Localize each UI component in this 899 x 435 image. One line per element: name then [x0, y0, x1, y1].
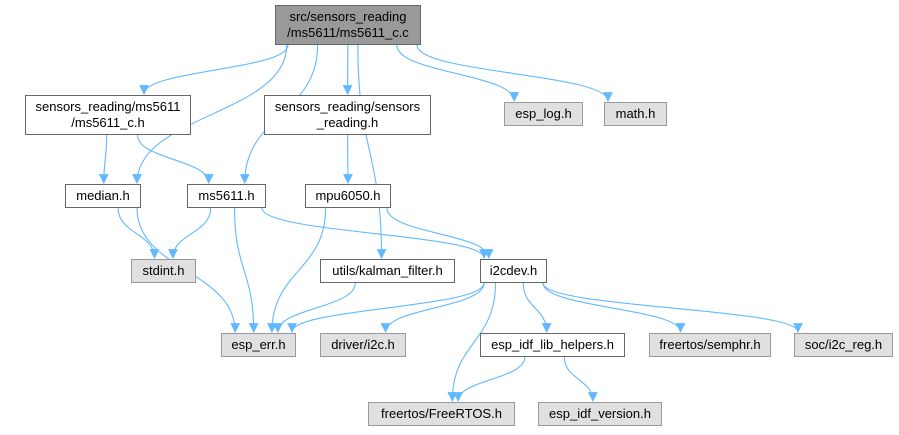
edge-kalman-to-esp_err	[272, 282, 356, 333]
edge-root-to-esp_log	[396, 44, 520, 102]
edge-mpu6050-to-esp_err	[266, 207, 327, 333]
node-label: math.h	[615, 106, 656, 121]
node-label: sensors_reading/ms5611 /ms5611_c.h	[35, 99, 181, 130]
node-label: mpu6050.h	[315, 188, 381, 203]
edge-mpu6050-to-i2cdev	[386, 207, 494, 259]
node-freertos-h: freertos/FreeRTOS.h	[368, 402, 515, 426]
edge-root-to-ms5611_c_h	[139, 44, 289, 95]
node-soc-i2c-reg-h: soc/i2c_reg.h	[794, 333, 893, 357]
edge-helpers-to-freertos	[453, 356, 526, 402]
node-label: esp_idf_version.h	[549, 406, 651, 421]
node-esp-idf-lib-helpers-h[interactable]: esp_idf_lib_helpers.h	[480, 333, 625, 357]
node-median-h[interactable]: median.h	[65, 184, 141, 208]
edge-ms5611-to-esp_err	[233, 207, 259, 333]
node-esp-idf-version-h: esp_idf_version.h	[538, 402, 662, 426]
node-math-h: math.h	[604, 102, 667, 126]
edge-i2cdev-to-esp_err	[287, 282, 485, 333]
node-label: freertos/semphr.h	[659, 337, 761, 352]
node-label: i2cdev.h	[489, 263, 538, 278]
edge-root-to-kalman	[357, 44, 387, 259]
node-ms5611-h[interactable]: ms5611.h	[187, 184, 266, 208]
edge-helpers-to-idf_version	[563, 356, 598, 402]
edge-i2cdev-to-freertos	[447, 282, 497, 402]
node-i2cdev-h[interactable]: i2cdev.h	[480, 259, 547, 283]
edge-i2cdev-to-i2c_reg	[542, 282, 803, 333]
node-sensors-reading-h[interactable]: sensors_reading/sensors _reading.h	[264, 95, 431, 135]
edge-root-to-median	[132, 44, 288, 184]
edge-ms5611-to-stdint	[168, 207, 212, 259]
node-root-ms5611-c[interactable]: src/sensors_reading /ms5611/ms5611_c.c	[275, 5, 421, 45]
node-label: src/sensors_reading /ms5611/ms5611_c.c	[287, 9, 409, 40]
node-label: esp_log.h	[515, 106, 572, 121]
node-mpu6050-h[interactable]: mpu6050.h	[305, 184, 391, 208]
edge-ms5611_c_h-to-median	[98, 134, 109, 184]
edge-i2cdev-to-semphr	[542, 282, 686, 333]
edge-i2cdev-to-helpers	[522, 282, 552, 333]
edge-ms5611-to-i2cdev	[261, 207, 489, 259]
node-label: utils/kalman_filter.h	[332, 263, 443, 278]
edge-i2cdev-to-driver_i2c	[380, 282, 485, 333]
node-ms5611-c-h[interactable]: sensors_reading/ms5611 /ms5611_c.h	[25, 95, 191, 135]
node-label: soc/i2c_reg.h	[804, 337, 883, 352]
node-freertos-semphr-h: freertos/semphr.h	[649, 333, 771, 357]
node-label: stdint.h	[142, 263, 185, 278]
node-esp-err-h: esp_err.h	[221, 333, 296, 357]
node-label: freertos/FreeRTOS.h	[381, 406, 502, 421]
node-driver-i2c-h: driver/i2c.h	[320, 333, 406, 357]
node-label: median.h	[76, 188, 130, 203]
edge-root-to-math	[416, 44, 613, 102]
node-label: driver/i2c.h	[331, 337, 395, 352]
node-kalman-filter-h[interactable]: utils/kalman_filter.h	[320, 259, 455, 283]
node-label: esp_idf_lib_helpers.h	[491, 337, 614, 352]
node-label: ms5611.h	[198, 188, 255, 203]
edge-ms5611_c_h-to-ms5611	[137, 134, 214, 184]
edge-median-to-stdint	[117, 207, 160, 259]
node-label: esp_err.h	[231, 337, 286, 352]
node-esp-log-h: esp_log.h	[504, 102, 583, 126]
node-label: sensors_reading/sensors _reading.h	[274, 99, 421, 130]
node-stdint-h: stdint.h	[131, 259, 196, 283]
